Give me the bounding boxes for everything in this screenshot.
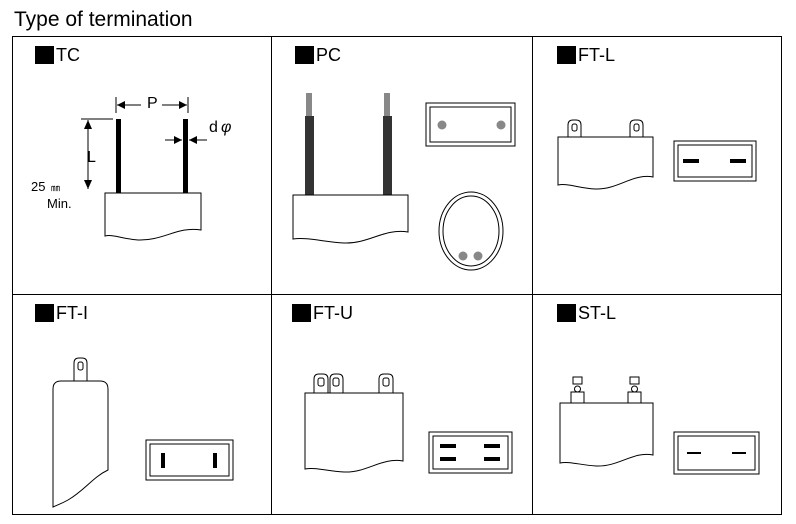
dim-min-value: 25: [31, 179, 46, 194]
pin-dot: [496, 120, 506, 130]
dim-d-label: d: [209, 119, 218, 136]
drawing-shape: [631, 385, 638, 393]
label-text: ST-L: [578, 303, 617, 323]
lead-left: [305, 116, 314, 195]
end-view-rect-inner: [432, 435, 509, 470]
drawing-shape: [574, 385, 581, 393]
dim-min-unit: ㎜: [51, 183, 61, 193]
terminal-slot: [484, 457, 500, 461]
ft-i-drawing: [52, 357, 234, 508]
bullet-square-icon: [295, 46, 314, 64]
cell-label-st-l: ST-L: [557, 303, 616, 323]
terminal-slot: [730, 159, 746, 163]
capacitor-body: [304, 392, 404, 473]
drawing-shape: [77, 361, 84, 371]
bullet-square-icon: [35, 304, 54, 322]
label-text: FT-I: [56, 303, 88, 323]
label-text: FT-U: [313, 303, 353, 323]
grid-divider-vertical-1: [271, 37, 272, 514]
capacitor-body: [559, 402, 654, 467]
label-text: TC: [56, 45, 80, 65]
dim-p-label: P: [147, 95, 158, 112]
drawing-shape: [570, 391, 585, 404]
label-text: FT-L: [578, 45, 616, 65]
grid-divider-vertical-2: [532, 37, 533, 514]
label-text: PC: [316, 45, 342, 65]
cell-ft-i: FT-I: [13, 295, 271, 516]
pin-dot: [437, 120, 447, 130]
drawing-shape: [382, 377, 390, 387]
terminal-slot: [687, 452, 701, 454]
terminal-slot: [440, 444, 456, 448]
bullet-square-icon: [292, 304, 311, 322]
terminal-slot: [440, 457, 456, 461]
cell-label-ft-l: FT-L: [557, 45, 615, 65]
drawing-shape: [627, 391, 642, 404]
drawing-shape: [332, 377, 340, 387]
capacitor-body: [557, 136, 654, 190]
terminal-slot: [683, 159, 699, 163]
capacitor-body: [52, 380, 109, 508]
drawing-shape: [572, 376, 583, 385]
capacitor-body: [104, 192, 202, 241]
bullet-square-icon: [557, 304, 576, 322]
cell-label-pc: PC: [295, 45, 341, 65]
pin-dot: [458, 251, 468, 261]
terminal-slot: [484, 444, 500, 448]
st-l-drawing: [559, 376, 760, 475]
lead-right: [183, 119, 188, 193]
lead-right: [383, 116, 392, 195]
cell-pc: PC: [272, 37, 532, 294]
cell-tc: TC P d φ L: [13, 37, 271, 294]
pc-drawing: [292, 93, 516, 271]
cell-label-tc: TC: [35, 45, 80, 65]
drawing-shape: [317, 377, 325, 387]
page-title: Type of termination: [14, 8, 193, 31]
terminal-slot: [732, 452, 746, 454]
cell-label-ft-u: FT-U: [292, 303, 353, 323]
capacitor-body: [292, 194, 409, 244]
dim-min-label: Min.: [47, 196, 72, 211]
cell-ft-u: FT-U: [272, 295, 532, 516]
drawing-shape: [174, 136, 182, 144]
pin-dot: [473, 251, 483, 261]
lead-left-tip: [306, 93, 312, 116]
grid-divider-horizontal: [13, 294, 781, 295]
drawing-shape: [189, 136, 197, 144]
drawing-shape: [179, 101, 187, 109]
ft-u-drawing: [304, 373, 513, 474]
drawing-shape: [629, 376, 640, 385]
dim-phi-symbol: φ: [221, 119, 232, 136]
terminal-slot: [161, 453, 165, 468]
terminal-slot: [213, 453, 217, 468]
drawing-shape: [633, 123, 640, 132]
termination-grid: TC P d φ L: [12, 36, 782, 515]
cell-label-ft-i: FT-I: [35, 303, 88, 323]
bullet-square-icon: [557, 46, 576, 64]
dim-l-label: L: [87, 149, 96, 166]
ft-l-drawing: [557, 119, 757, 190]
drawing-shape: [84, 180, 92, 189]
tc-drawing: [81, 97, 207, 241]
drawing-shape: [84, 120, 92, 129]
end-view-oval-inner: [442, 195, 500, 267]
bullet-square-icon: [35, 46, 54, 64]
drawing-shape: [117, 101, 125, 109]
lead-right-tip: [384, 93, 390, 116]
drawing-shape: [571, 123, 578, 132]
lead-left: [116, 119, 121, 193]
cell-st-l: ST-L: [533, 295, 783, 516]
cell-ft-l: FT-L: [533, 37, 783, 294]
